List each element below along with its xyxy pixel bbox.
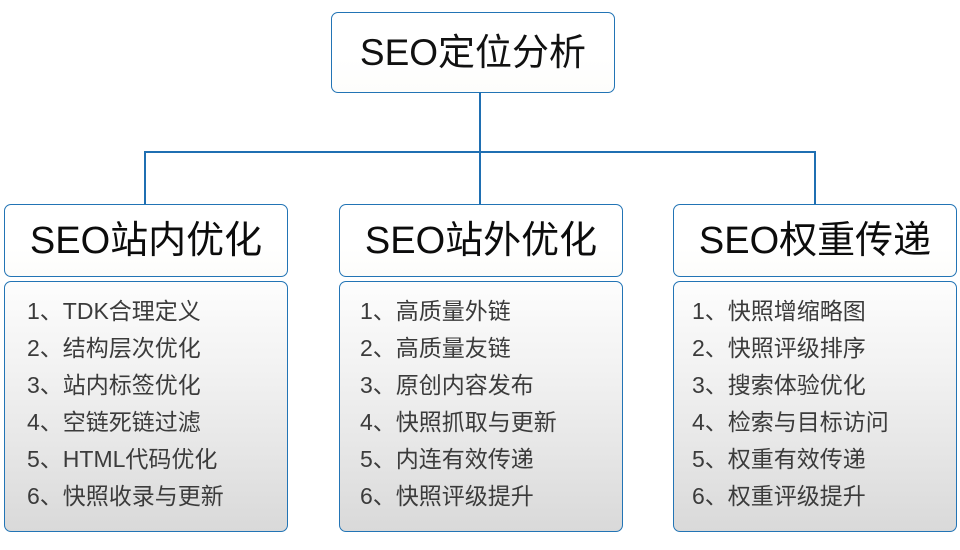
branch-2-list: 1、高质量外链 2、高质量友链 3、原创内容发布 4、快照抓取与更新 5、内连有… — [340, 293, 622, 515]
branch-1-list: 1、TDK合理定义 2、结构层次优化 3、站内标签优化 4、空链死链过滤 5、H… — [5, 293, 287, 515]
list-item: 3、站内标签优化 — [27, 372, 201, 398]
branch-1-title: SEO站内优化 — [29, 219, 263, 262]
branch-3-list: 1、快照增缩略图 2、快照评级排序 3、搜索体验优化 4、检索与目标访问 5、权… — [674, 293, 956, 515]
branch-1-header[interactable]: SEO站内优化 — [4, 204, 288, 277]
list-item: 4、空链死链过滤 — [27, 409, 201, 435]
branch-column-1: SEO站内优化 1、TDK合理定义 2、结构层次优化 3、站内标签优化 4、空链… — [4, 204, 288, 532]
branch-column-2: SEO站外优化 1、高质量外链 2、高质量友链 3、原创内容发布 4、快照抓取与… — [339, 204, 623, 532]
root-node-seo-positioning-analysis[interactable]: SEO定位分析 — [331, 12, 615, 93]
branch-2-header[interactable]: SEO站外优化 — [339, 204, 623, 277]
branch-3-title: SEO权重传递 — [698, 219, 932, 262]
branch-1-body: 1、TDK合理定义 2、结构层次优化 3、站内标签优化 4、空链死链过滤 5、H… — [4, 281, 288, 532]
branch-column-3: SEO权重传递 1、快照增缩略图 2、快照评级排序 3、搜索体验优化 4、检索与… — [673, 204, 957, 532]
list-item: 2、快照评级排序 — [692, 335, 866, 361]
list-item: 4、快照抓取与更新 — [360, 409, 557, 435]
list-item: 3、搜索体验优化 — [692, 372, 866, 398]
list-item: 2、结构层次优化 — [27, 335, 201, 361]
list-item: 1、TDK合理定义 — [27, 298, 201, 324]
list-item: 1、高质量外链 — [360, 298, 511, 324]
list-item: 1、快照增缩略图 — [692, 298, 866, 324]
list-item: 6、快照评级提升 — [360, 483, 534, 509]
list-item: 5、内连有效传递 — [360, 446, 534, 472]
list-item: 5、权重有效传递 — [692, 446, 866, 472]
connector-root-vertical — [479, 92, 481, 153]
connector-branch-3-vertical — [814, 151, 816, 205]
list-item: 6、快照收录与更新 — [27, 483, 224, 509]
root-node-label: SEO定位分析 — [359, 32, 587, 73]
list-item: 4、检索与目标访问 — [692, 409, 889, 435]
connector-branch-1-vertical — [144, 151, 146, 205]
branch-2-title: SEO站外优化 — [364, 219, 598, 262]
list-item: 5、HTML代码优化 — [27, 446, 218, 472]
branch-2-body: 1、高质量外链 2、高质量友链 3、原创内容发布 4、快照抓取与更新 5、内连有… — [339, 281, 623, 532]
branch-3-body: 1、快照增缩略图 2、快照评级排序 3、搜索体验优化 4、检索与目标访问 5、权… — [673, 281, 957, 532]
connector-branch-2-vertical — [479, 151, 481, 205]
list-item: 2、高质量友链 — [360, 335, 511, 361]
list-item: 3、原创内容发布 — [360, 372, 534, 398]
list-item: 6、权重评级提升 — [692, 483, 866, 509]
branch-3-header[interactable]: SEO权重传递 — [673, 204, 957, 277]
